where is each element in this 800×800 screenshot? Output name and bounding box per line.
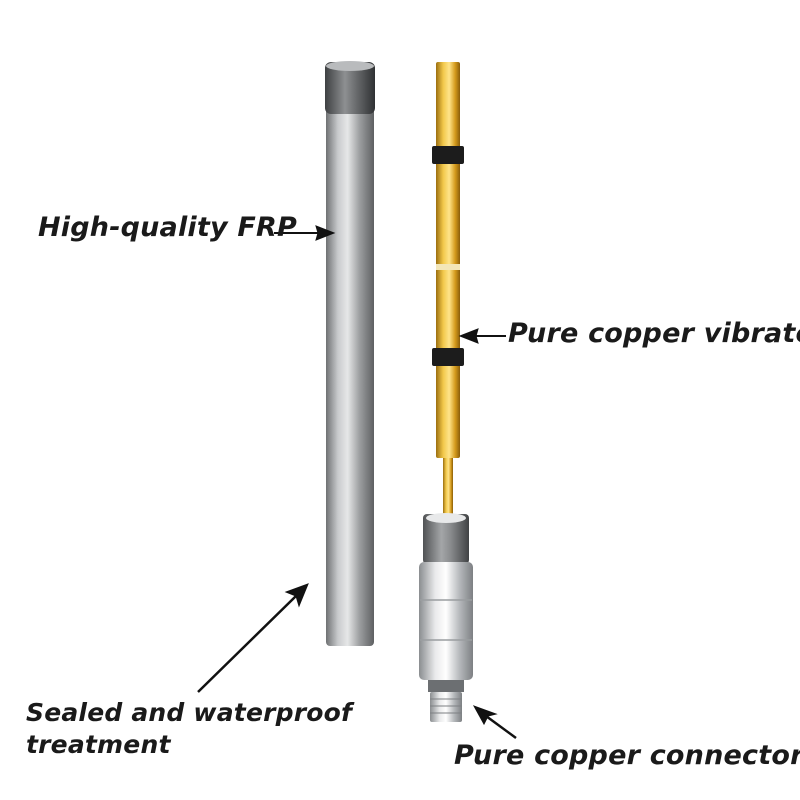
arrow-connector-head-icon (472, 705, 498, 726)
label-pure-copper-connector: Pure copper connector (454, 740, 800, 771)
label-pure-copper-vibrator: Pure copper vibrator (508, 318, 800, 349)
arrow-sealed-icon (197, 595, 297, 693)
arrow-connector-icon (485, 714, 517, 740)
vibrator-band-lower (432, 348, 464, 366)
frp-tube (325, 61, 375, 646)
arrow-vibrator-head-icon (458, 328, 479, 344)
vibrator-band-upper (432, 146, 464, 164)
copper-vibrator (432, 62, 464, 518)
label-sealed-line1: Sealed and waterproof (26, 698, 353, 727)
connector-barrel (419, 562, 473, 680)
connector-collar (423, 514, 469, 564)
vibrator-feed-pin (443, 458, 453, 518)
connector-collar-top (426, 513, 466, 523)
connector-thread (430, 692, 462, 722)
frp-tube-cap (325, 62, 375, 114)
arrow-sealed-head-icon (284, 583, 309, 608)
vibrator-joint (436, 264, 460, 270)
label-high-quality-frp: High-quality FRP (38, 212, 298, 243)
vibrator-body (436, 62, 460, 458)
callout-arrows (197, 225, 517, 740)
arrow-frp-head-icon (315, 225, 336, 241)
copper-connector (419, 513, 473, 722)
label-sealed-waterproof: Sealed and waterproof treatment (26, 697, 366, 761)
frp-tube-body (326, 108, 374, 646)
connector-nut (428, 680, 464, 692)
frp-cap-top (326, 61, 374, 71)
label-sealed-line2: treatment (26, 730, 171, 759)
